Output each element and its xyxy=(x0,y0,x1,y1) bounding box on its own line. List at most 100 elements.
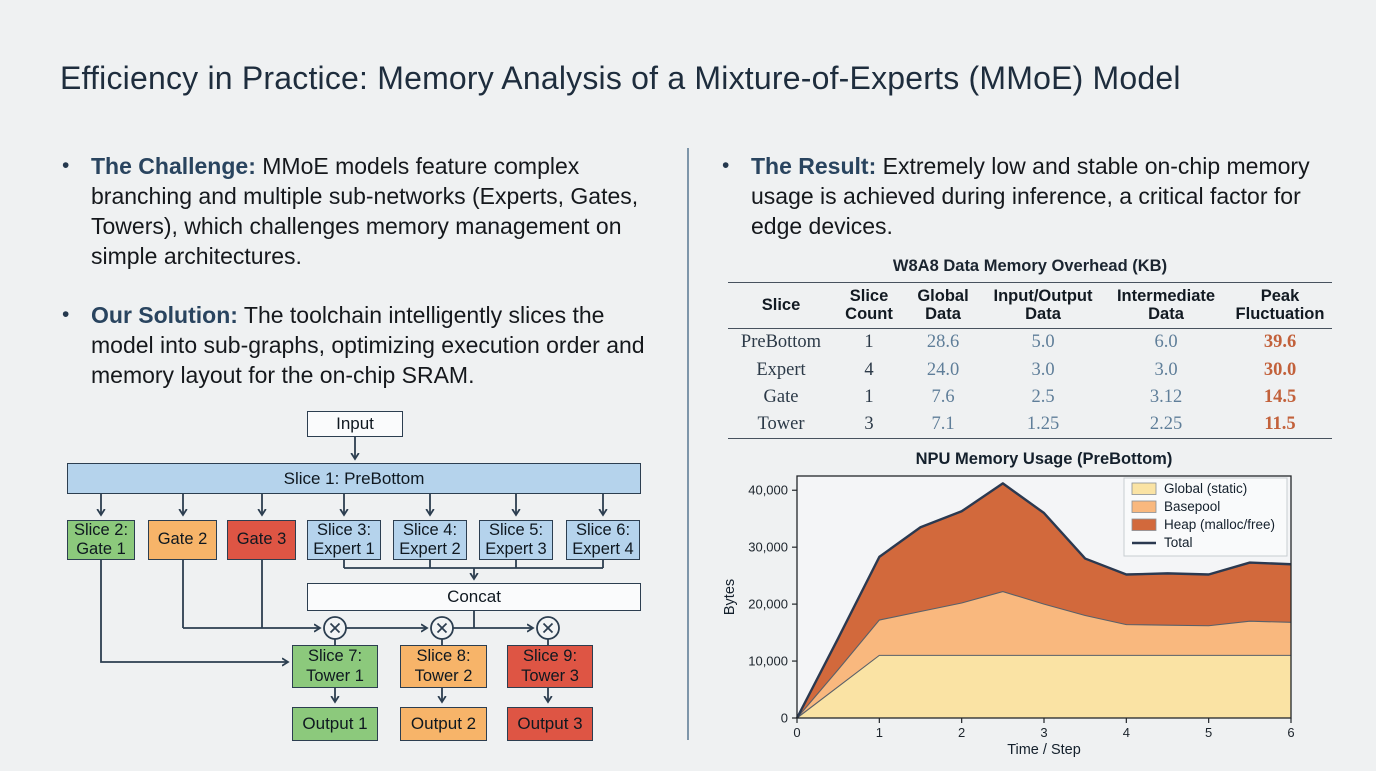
node-expert2: Slice 4: Expert 2 xyxy=(393,520,467,560)
legend-swatch xyxy=(1131,500,1157,513)
table-row: Expert 4 24.0 3.0 3.0 30.0 xyxy=(728,356,1332,383)
bullet-result: The Result: Extremely low and stable on-… xyxy=(722,151,1334,241)
table-header-cell: Intermediate Data xyxy=(1104,282,1228,329)
legend-swatch xyxy=(1131,482,1157,495)
legend-label: Heap (malloc/free) xyxy=(1164,517,1275,532)
y-tick-label: 30,000 xyxy=(748,540,788,555)
area-Heap (malloc/free) xyxy=(797,483,1291,718)
table-cell: 7.6 xyxy=(931,386,955,407)
table-cell: 3.0 xyxy=(1154,359,1178,380)
bullet-dot xyxy=(62,151,91,271)
area-Global (static) xyxy=(797,655,1291,718)
table-cell: 39.6 xyxy=(1263,332,1297,353)
table-cell: PreBottom xyxy=(740,332,822,353)
column-divider xyxy=(687,148,689,740)
node-gate2: Gate 2 xyxy=(148,520,217,560)
table-cell: 3 xyxy=(834,411,904,440)
node-output3: Output 3 xyxy=(507,707,593,741)
table-cell: 28.6 xyxy=(926,332,960,353)
node-tower1: Slice 7: Tower 1 xyxy=(292,645,378,688)
area-boundary xyxy=(796,654,1291,719)
node-concat: Concat xyxy=(307,583,641,611)
node-tower3: Slice 9: Tower 3 xyxy=(507,645,593,688)
bullet-dot xyxy=(722,151,751,241)
npu-memory-chart: NPU Memory Usage (PreBottom) 0 10,000 20,00… xyxy=(718,448,1368,766)
chart-title: NPU Memory Usage (PreBottom) xyxy=(916,450,1173,468)
left-column: The Challenge: MMoE models feature compl… xyxy=(62,151,657,419)
legend-label: Global (static) xyxy=(1164,481,1247,496)
bullet-rest: MMoE models feature complex branching an… xyxy=(91,153,639,269)
table-cell: 2.5 xyxy=(1031,386,1055,407)
table-cell: 30.0 xyxy=(1263,359,1297,380)
node-expert3: Slice 5: Expert 3 xyxy=(479,520,553,560)
area-boundary xyxy=(796,591,1292,719)
table-cell: 7.1 xyxy=(904,411,982,440)
bullet-rest: The toolchain intelligently slices the m… xyxy=(91,302,645,388)
node-output1: Output 1 xyxy=(292,707,378,741)
multiply-icon xyxy=(536,616,560,640)
table-cell: 1.25 xyxy=(982,411,1104,440)
chart-svg: NPU Memory Usage (PreBottom) 0 10,000 20,00… xyxy=(722,450,1295,758)
table-cell: Expert xyxy=(756,359,806,380)
legend-label: Basepool xyxy=(1164,499,1220,514)
node-tower2: Slice 8: Tower 2 xyxy=(400,645,487,688)
table-header-cell: Global Data xyxy=(904,282,982,329)
bullet-solution: Our Solution: The toolchain intelligentl… xyxy=(62,300,657,390)
bullet-lead: The Challenge: xyxy=(91,153,256,179)
table-row: Gate 1 7.6 2.5 3.12 14.5 xyxy=(728,384,1332,411)
node-expert4: Slice 6: Expert 4 xyxy=(566,520,640,560)
multiply-nodes xyxy=(323,616,560,640)
bullet-challenge-text: The Challenge: MMoE models feature compl… xyxy=(91,151,657,271)
node-input: Input xyxy=(307,411,403,437)
bullet-challenge: The Challenge: MMoE models feature compl… xyxy=(62,151,657,271)
table-cell: 6.0 xyxy=(1154,332,1178,353)
page-title: Efficiency in Practice: Memory Analysis … xyxy=(60,60,1181,96)
right-column: The Result: Extremely low and stable on-… xyxy=(722,151,1334,270)
y-tick-label: 0 xyxy=(781,711,788,726)
table-cell: 4 xyxy=(864,359,874,380)
legend-label: Total xyxy=(1164,535,1193,550)
table-cell: 3.0 xyxy=(1031,359,1055,380)
multiply-icon xyxy=(323,616,347,640)
x-tick-label: 0 xyxy=(793,725,800,740)
bullet-lead: Our Solution: xyxy=(91,302,238,328)
x-tick-label: 3 xyxy=(1040,725,1047,740)
table-header-cell: Peak Fluctuation xyxy=(1228,282,1332,329)
y-axis-label: Bytes xyxy=(722,579,738,615)
bullet-solution-text: Our Solution: The toolchain intelligentl… xyxy=(91,300,657,390)
x-tick-label: 1 xyxy=(876,725,883,740)
x-tick-label: 5 xyxy=(1205,725,1212,740)
node-gate3: Gate 3 xyxy=(227,520,296,560)
table-header-cell: Input/Output Data xyxy=(982,282,1104,329)
x-axis-label: Time / Step xyxy=(1007,742,1081,758)
total-line xyxy=(795,482,1292,719)
bullet-result-text: The Result: Extremely low and stable on-… xyxy=(751,151,1334,241)
y-tick-label: 10,000 xyxy=(748,654,788,669)
table-cell: 3.12 xyxy=(1149,386,1183,407)
table-cell: 5.0 xyxy=(1031,332,1055,353)
table-cell: 1 xyxy=(864,386,874,407)
table-cell: 2.25 xyxy=(1104,411,1228,440)
table-title: W8A8 Data Memory Overhead (KB) xyxy=(892,257,1168,275)
node-slice1-prebottom: Slice 1: PreBottom xyxy=(67,463,641,494)
y-tick-label: 40,000 xyxy=(748,483,788,498)
x-tick-label: 4 xyxy=(1123,725,1130,740)
node-gate1: Slice 2: Gate 1 xyxy=(67,520,135,560)
y-tick-label: 20,000 xyxy=(748,597,788,612)
x-tick-label: 2 xyxy=(958,725,965,740)
multiply-icon xyxy=(430,616,454,640)
bullet-dot xyxy=(62,300,91,390)
table-cell: 24.0 xyxy=(926,359,960,380)
table-cell: Gate xyxy=(763,386,799,407)
bullet-lead: The Result: xyxy=(751,153,877,179)
table-cell: 11.5 xyxy=(1228,411,1332,440)
node-expert1: Slice 3: Expert 1 xyxy=(307,520,381,560)
table-cell: 14.5 xyxy=(1263,386,1297,407)
legend-swatch xyxy=(1131,518,1157,531)
